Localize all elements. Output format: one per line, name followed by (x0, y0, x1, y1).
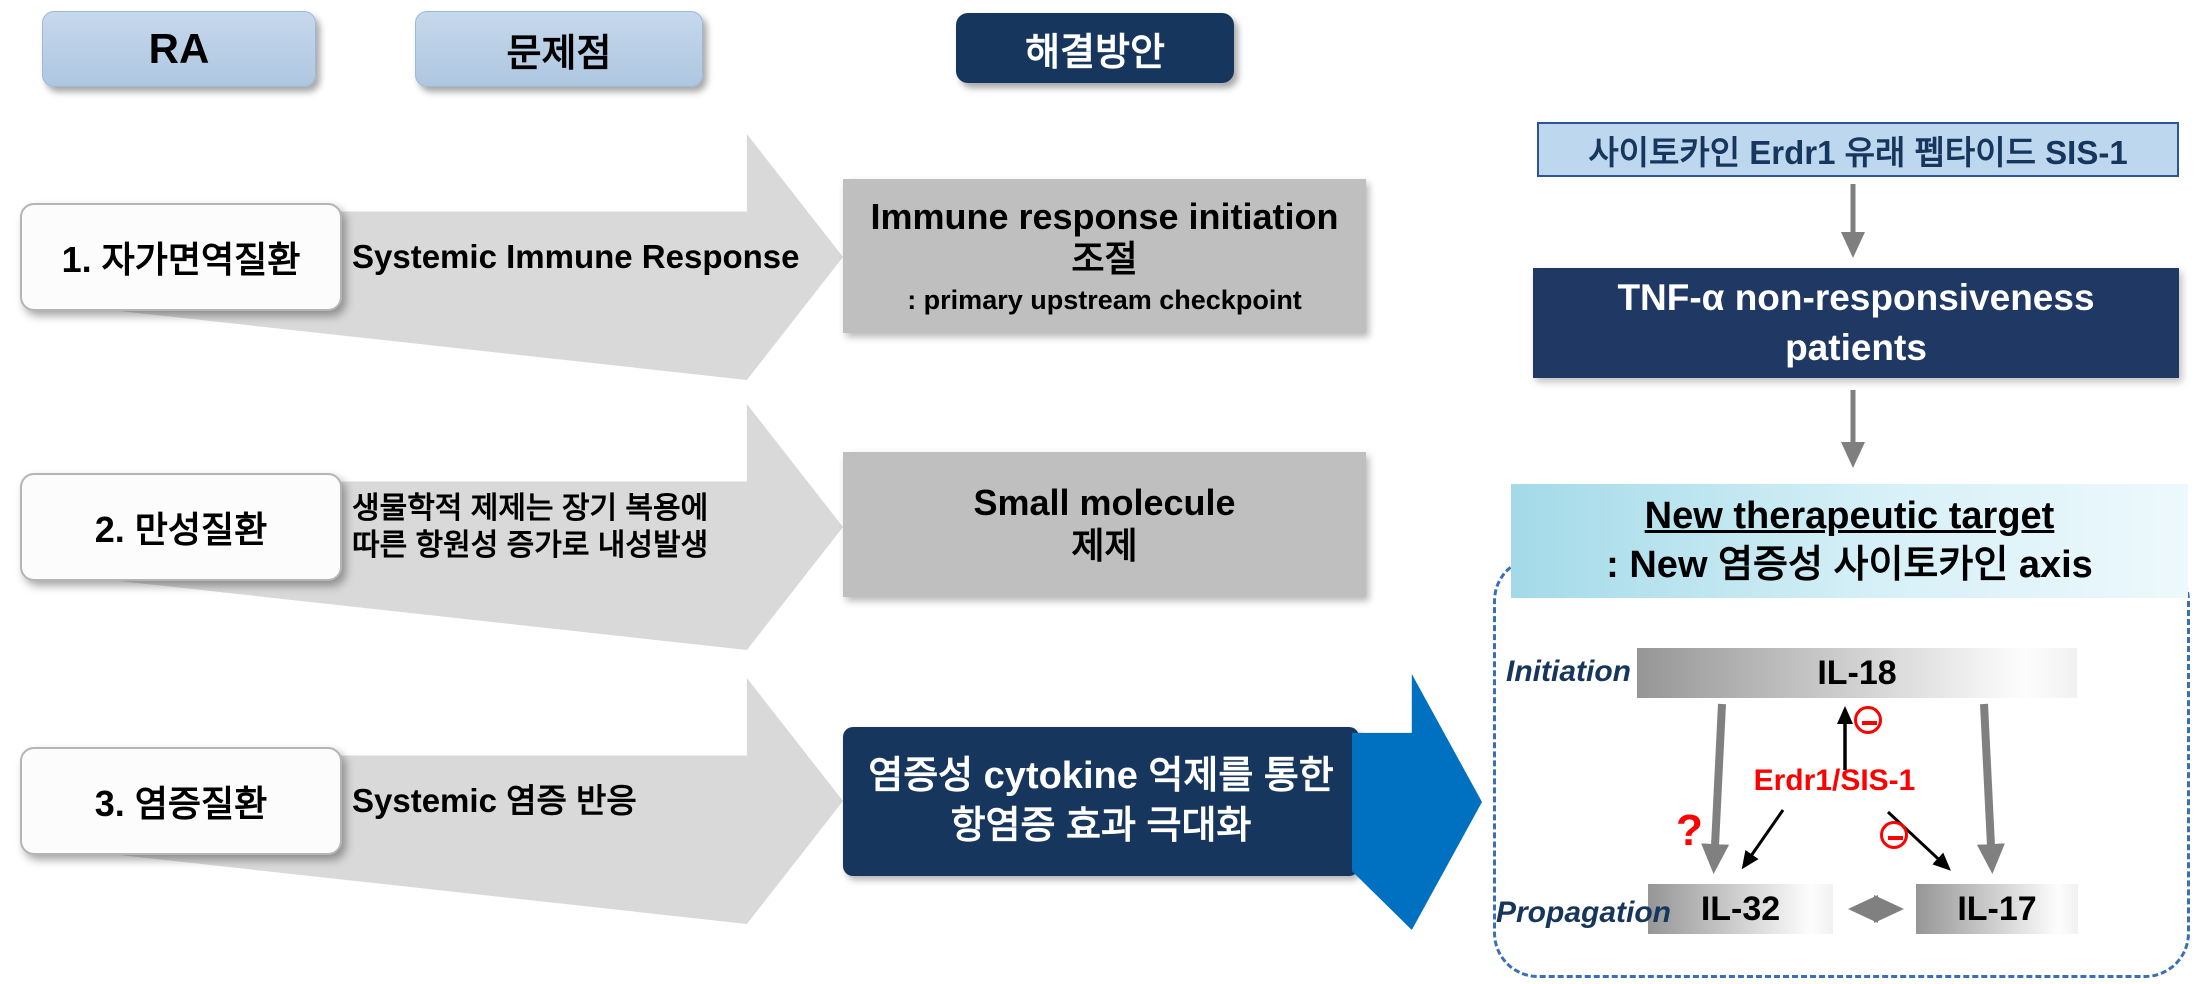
solution-box-1-note: : primary upstream checkpoint (907, 284, 1302, 315)
propagation-label: Propagation (1496, 896, 1671, 930)
header-ra: RA (42, 11, 316, 87)
header-solution: 해결방안 (956, 13, 1234, 83)
problem-text-2: 생물학적 제제는 장기 복용에 따른 항원성 증가로 내성발생 (352, 472, 832, 582)
initiation-text: Initiation (1506, 655, 1631, 688)
ra-category-1: 1. 자가면역질환 (20, 203, 342, 311)
solution-box-1-line1: Immune response initiation (870, 195, 1339, 237)
il18-label: IL-18 (1817, 653, 1897, 692)
solution-box-3-line2: 항염증 효과 극대화 (950, 804, 1252, 847)
question-mark: ? (1676, 806, 1703, 856)
new-target-line2: : New 염증성 사이토카인 axis (1606, 544, 2093, 586)
ra-category-2: 2. 만성질환 (20, 473, 342, 581)
initiation-label: Initiation (1506, 655, 1631, 689)
tnf-patients-box: TNF-α non-responsiveness patients (1533, 268, 2179, 378)
peptide-sis1-box: 사이토카인 Erdr1 유래 펩타이드 SIS-1 (1537, 122, 2179, 177)
new-target-line1: New therapeutic target (1644, 494, 2055, 537)
peptide-sis1-label: 사이토카인 Erdr1 유래 펩타이드 SIS-1 (1588, 133, 2128, 171)
solution-box-1-line2: 조절 (1071, 238, 1138, 280)
header-ra-label: RA (148, 25, 210, 72)
il32-bar: IL-32 (1648, 884, 1833, 934)
tnf-line1: TNF-α non-responsiveness (1617, 277, 2095, 319)
solution-box-1: Immune response initiation 조절 : primary … (843, 179, 1366, 333)
inhibition-icon-il17 (1880, 821, 1908, 849)
il18-bar: IL-18 (1637, 648, 2077, 698)
problem-text-2-line1: 생물학적 제제는 장기 복용에 (352, 491, 709, 525)
problem-text-3-line1: Systemic 염증 반응 (352, 782, 637, 820)
ra-category-2-label: 2. 만성질환 (94, 509, 268, 550)
il17-bar: IL-17 (1916, 884, 2078, 934)
question-mark-text: ? (1676, 806, 1703, 855)
solution-box-2-line2: 제제 (1071, 524, 1138, 566)
problem-text-1: Systemic Immune Response (352, 202, 832, 312)
il17-label: IL-17 (1957, 889, 2037, 928)
big-right-arrow-icon (1352, 674, 1482, 930)
problem-text-3: Systemic 염증 반응 (352, 746, 832, 856)
header-problem: 문제점 (415, 11, 703, 87)
problem-text-2-line2: 따른 항원성 증가로 내성발생 (352, 529, 709, 562)
header-problem-label: 문제점 (506, 32, 612, 75)
header-solution-label: 해결방안 (1025, 31, 1165, 74)
inhibition-icon-il18 (1854, 706, 1882, 734)
solution-box-2-line1: Small molecule (973, 482, 1236, 524)
propagation-text: Propagation (1496, 896, 1672, 929)
new-target-box: New therapeutic target : New 염증성 사이토카인 a… (1511, 484, 2188, 598)
solution-box-3-line1: 염증성 cytokine 억제를 통한 (868, 755, 1334, 798)
erdr1-sis1-inhibitor-label: Erdr1/SIS-1 (1732, 764, 1937, 798)
solution-box-3: 염증성 cytokine 억제를 통한 항염증 효과 극대화 (843, 727, 1359, 876)
ra-category-3: 3. 염증질환 (20, 747, 342, 855)
il32-label: IL-32 (1700, 889, 1781, 928)
erdr1-sis1-text: Erdr1/SIS-1 (1753, 764, 1916, 797)
problem-text-1-line1: Systemic Immune Response (352, 238, 800, 276)
tnf-line2: patients (1785, 327, 1927, 368)
solution-box-2: Small molecule 제제 (843, 452, 1366, 597)
ra-category-1-label: 1. 자가면역질환 (61, 239, 301, 280)
ra-category-3-label: 3. 염증질환 (94, 783, 268, 824)
